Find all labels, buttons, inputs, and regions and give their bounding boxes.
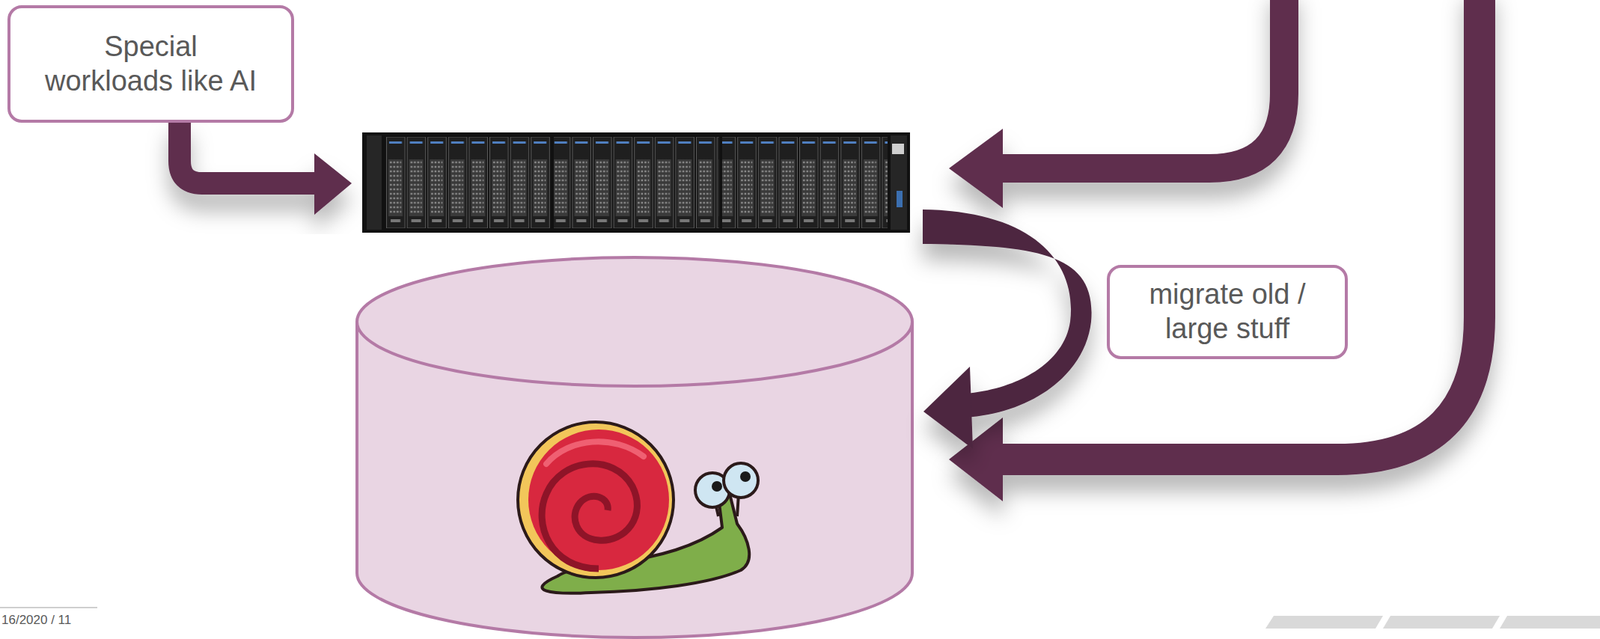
box-text: Special workloads like AI xyxy=(41,29,261,99)
footer-rule xyxy=(0,606,98,609)
footer-label: 16/2020 / 11 xyxy=(1,612,72,628)
storage-server xyxy=(362,132,911,233)
snail-icon xyxy=(517,422,759,594)
footer-bars xyxy=(1265,615,1600,629)
text-box: migrate old / large stuff xyxy=(1106,264,1348,360)
box-text: migrate old / large stuff xyxy=(1140,277,1315,346)
flow-arrow xyxy=(948,0,1285,209)
text-box: Special workloads like AI xyxy=(7,5,295,123)
storage-cylinder xyxy=(356,257,913,638)
flow-arrow xyxy=(179,119,352,215)
migrate-arrow xyxy=(922,209,1092,450)
